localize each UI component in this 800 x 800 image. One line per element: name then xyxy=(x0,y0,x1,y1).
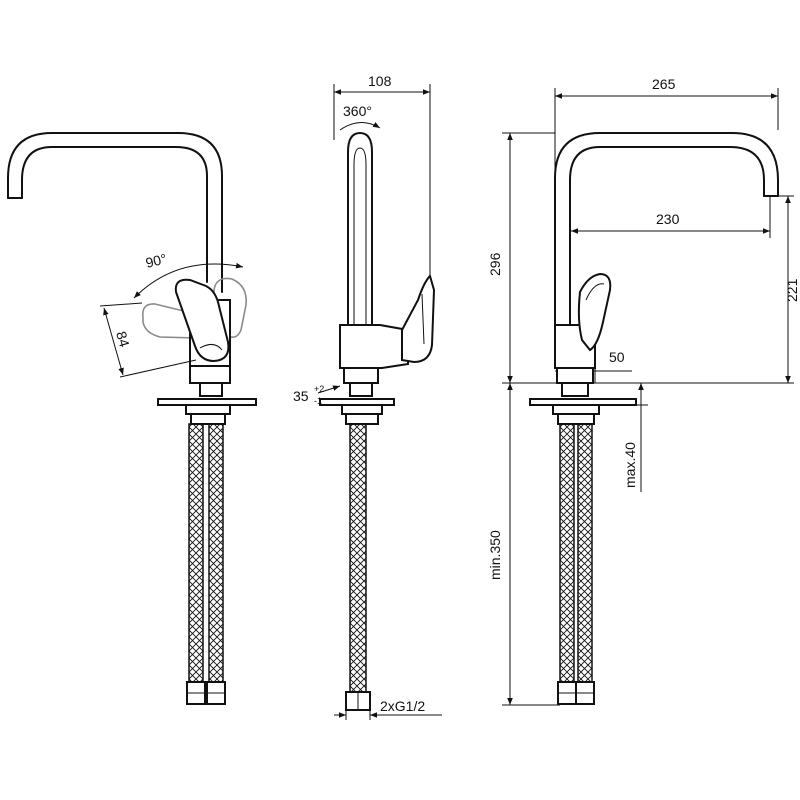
right-221-label: 221 xyxy=(784,278,800,302)
front-collar-nut xyxy=(199,382,223,397)
side-spout xyxy=(347,132,373,326)
front-84-ext-2 xyxy=(119,359,197,378)
right-mount-washer xyxy=(552,404,600,415)
side-35-tol-minus: -1 xyxy=(314,396,322,406)
right-265-label: 265 xyxy=(652,76,676,92)
side-collar-nut xyxy=(349,382,373,397)
side-body xyxy=(339,324,409,369)
front-84-ext-1 xyxy=(99,302,143,307)
right-hose-1 xyxy=(559,423,575,683)
front-84-label: 84 xyxy=(113,329,133,349)
front-view: 90° 84 xyxy=(7,132,257,705)
front-84-dim-line xyxy=(103,307,124,376)
front-spout xyxy=(7,132,223,293)
right-min350-label: min.350 xyxy=(487,530,503,580)
side-rotation-arc xyxy=(339,121,381,131)
side-rotation-label: 360° xyxy=(343,103,372,119)
front-spout-inner xyxy=(21,146,208,283)
front-collar xyxy=(189,365,231,384)
right-handle xyxy=(577,272,612,352)
right-spout xyxy=(554,132,779,331)
front-angle-label: 90° xyxy=(144,250,168,271)
right-collar-nut xyxy=(561,382,589,397)
side-spout-inner xyxy=(353,147,367,325)
side-35-tol-plus: +2 xyxy=(314,384,324,394)
side-handle-detail xyxy=(421,293,425,345)
right-50-label: 50 xyxy=(609,349,625,365)
right-296-label: 296 xyxy=(487,252,503,276)
side-35-label: 35 xyxy=(293,388,309,404)
right-hose-2 xyxy=(577,423,593,683)
side-mount-nut xyxy=(345,413,379,425)
right-spout-inner xyxy=(569,146,765,326)
right-collar xyxy=(556,367,594,384)
right-max40-label: max.40 xyxy=(622,442,638,488)
side-hose xyxy=(349,423,367,693)
front-mount-washer xyxy=(185,404,231,415)
front-hose-2 xyxy=(208,423,224,683)
side-108-label: 108 xyxy=(368,73,392,89)
front-mount-nut xyxy=(190,413,226,425)
side-view: 108 360° 35 +2 -1 2xG1/2 xyxy=(293,73,442,720)
side-collar xyxy=(343,367,379,384)
side-handle xyxy=(401,274,436,364)
side-mount-washer xyxy=(341,404,383,415)
right-mount-nut xyxy=(557,413,595,425)
front-hose-1 xyxy=(188,423,204,683)
front-angle-arc xyxy=(133,262,244,299)
right-230-label: 230 xyxy=(656,211,680,227)
dimensioned-view: 265 230 221 296 50 xyxy=(487,76,800,706)
right-handle-detail xyxy=(585,283,605,301)
side-g12-label: 2xG1/2 xyxy=(380,698,425,714)
side-35-leader xyxy=(317,385,341,394)
front-handle-detail xyxy=(199,344,223,351)
